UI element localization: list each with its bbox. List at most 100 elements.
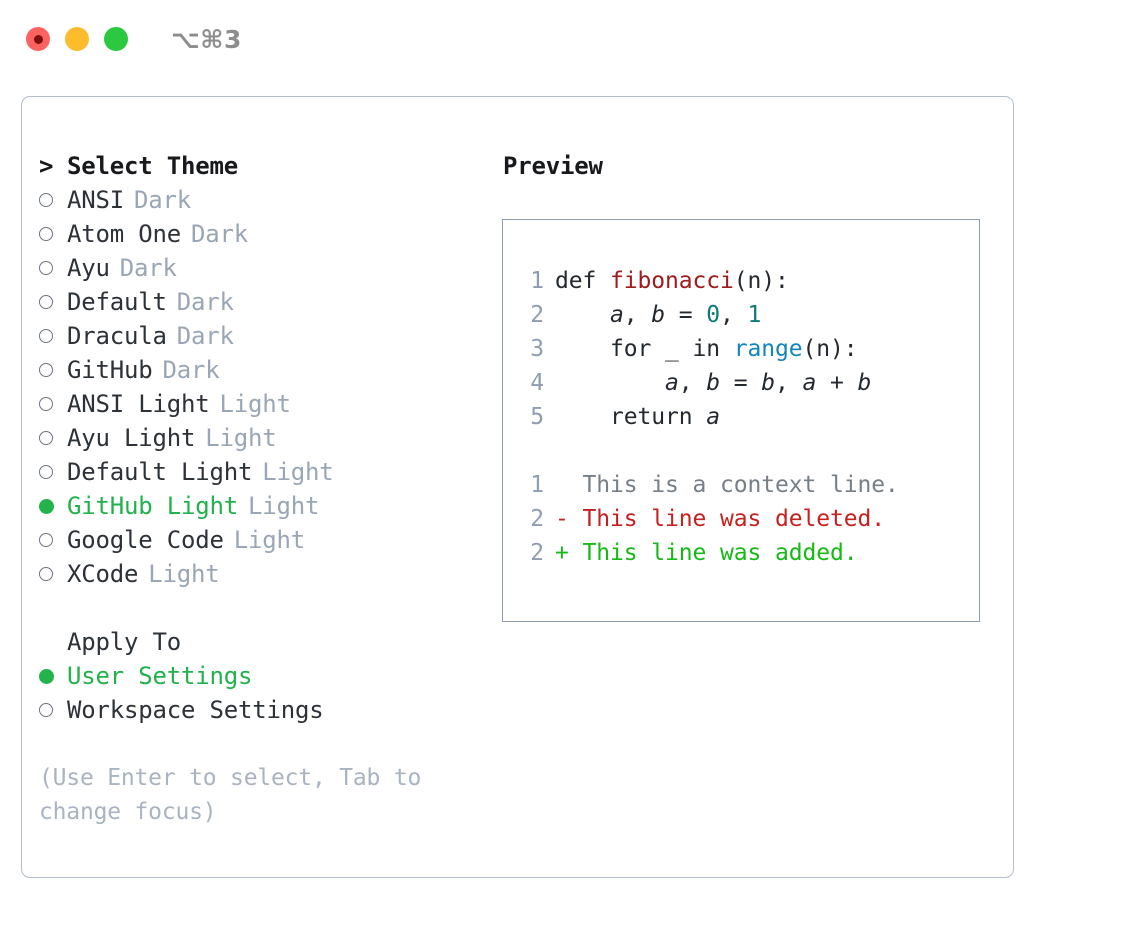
theme-option-tag: Dark: [119, 254, 177, 282]
theme-option-default[interactable]: Default Dark: [39, 285, 502, 319]
radio-ring-icon: [39, 329, 53, 343]
select-theme-heading: > Select Theme: [39, 149, 502, 183]
theme-option-name: Atom One: [67, 220, 181, 248]
title-bar: ⌥⌘3: [0, 0, 1140, 78]
code-token-plain: [555, 370, 665, 396]
diff-line: 2 + This line was added.: [521, 536, 979, 570]
theme-option-ayu-light[interactable]: Ayu Light Light: [39, 421, 502, 455]
code-token-plain: =: [719, 370, 762, 396]
select-theme-label: Select Theme: [67, 152, 238, 180]
theme-option-name: ANSI Light: [67, 390, 210, 418]
code-token-var: b: [761, 370, 775, 396]
theme-option-tag: Light: [205, 424, 277, 452]
code-line: 5 return a: [521, 400, 979, 434]
apply-to-option-name: Workspace Settings: [67, 696, 324, 724]
apply-to-heading: Apply To: [39, 625, 502, 659]
radio-filled-icon: [39, 499, 54, 514]
theme-option-name: XCode: [67, 560, 139, 588]
code-line-text: for _ in range(n):: [555, 332, 858, 366]
code-line-number: 4: [530, 370, 544, 396]
theme-option-ayu[interactable]: Ayu Dark: [39, 251, 502, 285]
theme-option-xcode[interactable]: XCode Light: [39, 557, 502, 591]
code-diff-separator: [521, 434, 979, 468]
diff-marker: [555, 472, 569, 498]
code-line-text: return a: [555, 400, 720, 434]
radio-ring-icon: [39, 193, 53, 207]
code-token-fn: fibonacci: [610, 268, 734, 294]
code-token-var: b: [706, 370, 720, 396]
code-token-plain: ,: [720, 302, 748, 328]
code-token-var: b: [857, 370, 872, 396]
radio-ring-icon: [39, 397, 53, 411]
code-token-plain: (n):: [802, 336, 858, 362]
code-token-var: b: [651, 302, 665, 328]
code-token-plain: return: [555, 404, 707, 430]
radio-filled-icon: [39, 669, 54, 684]
code-line-text: a, b = 0, 1: [555, 298, 761, 332]
theme-option-atom-one[interactable]: Atom One Dark: [39, 217, 502, 251]
theme-option-tag: Light: [148, 560, 220, 588]
radio-ring-icon: [39, 431, 53, 445]
diff-marker: +: [555, 540, 569, 566]
diff-line-number: 2: [530, 540, 544, 566]
code-token-plain: for _ in: [555, 336, 734, 362]
apply-to-option-workspace-settings[interactable]: Workspace Settings: [39, 693, 502, 727]
diff-line-content: This line was deleted.: [568, 506, 885, 532]
code-token-plain: [555, 302, 610, 328]
theme-option-name: Ayu Light: [67, 424, 196, 452]
apply-to-option-name: User Settings: [67, 662, 253, 690]
code-token-plain: ,: [678, 370, 707, 396]
diff-line-content: This line was added.: [568, 540, 858, 566]
theme-option-name: ANSI: [67, 186, 124, 214]
diff-marker: -: [555, 506, 569, 532]
code-line-number: 1: [530, 268, 544, 294]
apply-to-option-user-settings[interactable]: User Settings: [39, 659, 502, 693]
traffic-lights: [26, 27, 128, 51]
keyboard-shortcut-label: ⌥⌘3: [171, 24, 242, 54]
code-token-num: 1: [747, 302, 762, 328]
radio-ring-icon: [39, 227, 53, 241]
close-button-icon[interactable]: [26, 27, 50, 51]
code-line-number: 3: [530, 336, 544, 362]
diff-line: 2- This line was deleted.: [521, 502, 979, 536]
theme-option-tag: Dark: [162, 356, 220, 384]
diff-line: 1 This is a context line.: [521, 468, 979, 502]
radio-ring-icon: [39, 261, 53, 275]
zoom-button-icon[interactable]: [104, 27, 128, 51]
theme-option-tag: Dark: [191, 220, 248, 248]
code-token-var: a: [802, 370, 817, 396]
radio-ring-icon: [39, 363, 53, 377]
theme-option-tag: Dark: [176, 322, 234, 350]
prompt-caret-icon: >: [39, 152, 54, 180]
radio-ring-icon: [39, 295, 53, 309]
theme-option-name: Default: [67, 288, 167, 316]
minimize-button-icon[interactable]: [65, 27, 89, 51]
theme-option-name: Google Code: [67, 526, 224, 554]
theme-option-name: Ayu: [67, 254, 110, 282]
radio-ring-icon: [39, 533, 53, 547]
code-token-call: range: [733, 336, 803, 362]
code-line: 2 a, b = 0, 1: [521, 298, 979, 332]
theme-option-name: GitHub Light: [67, 492, 238, 520]
diff-line-content: This is a context line.: [568, 472, 899, 498]
recording-dot-icon: [33, 34, 43, 44]
diff-line-number: 1: [530, 472, 544, 498]
preview-heading: Preview: [503, 152, 603, 180]
theme-option-tag: Light: [262, 458, 334, 486]
code-token-var: a: [610, 302, 624, 328]
theme-option-tag: Dark: [176, 288, 234, 316]
list-spacer: [39, 591, 502, 625]
